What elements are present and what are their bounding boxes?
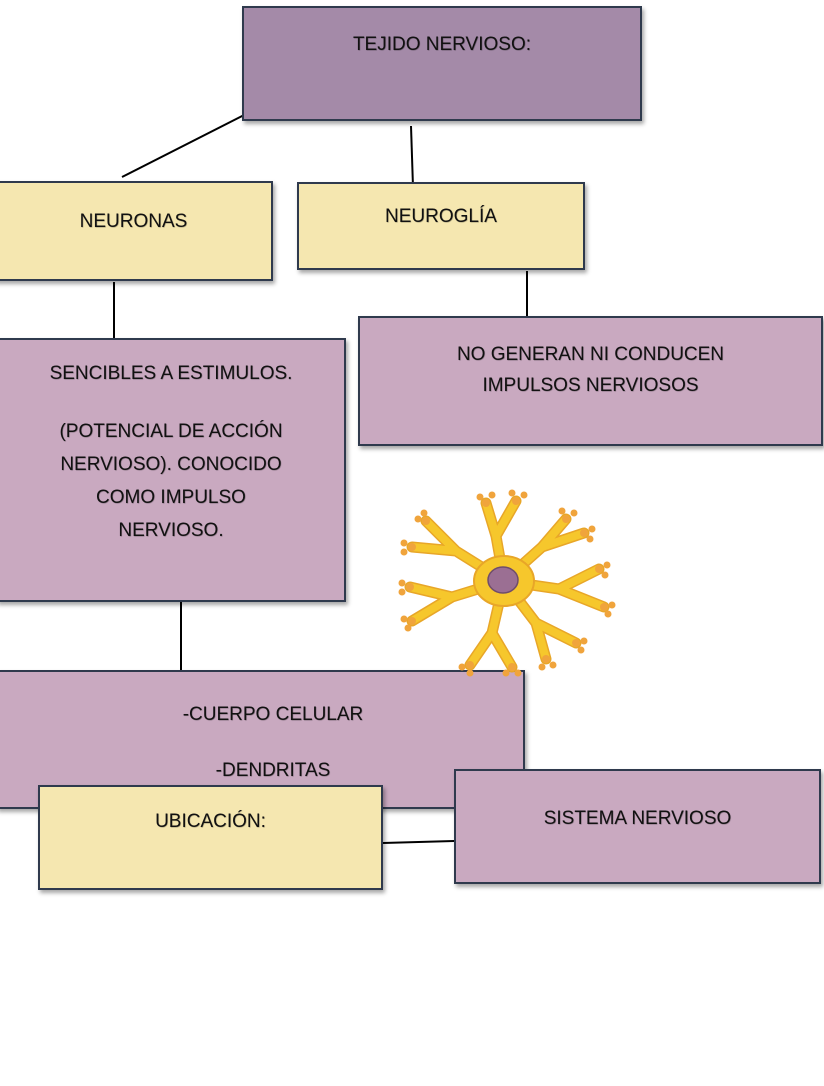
connector-tejido-neuronas — [121, 111, 251, 178]
neuron-illustration-icon — [398, 489, 616, 677]
node-text: SISTEMA NERVIOSO — [543, 808, 732, 829]
node-tejido-nervioso: TEJIDO NERVIOSO: — [242, 6, 642, 121]
node-text: TEJIDO NERVIOSO: — [352, 34, 532, 55]
neuron-nucleus — [487, 566, 519, 594]
node-line: -DENDRITAS — [215, 760, 331, 781]
node-text: NEUROGLÍA — [385, 206, 497, 227]
node-no-generan: NO GENERAN NI CONDUCEN IMPULSOS NERVIOSO… — [358, 316, 823, 446]
node-neuronas: NEURONAS — [0, 181, 273, 281]
node-line: COMO IMPULSO — [96, 487, 246, 508]
node-ubicacion: UBICACIÓN: — [38, 785, 383, 890]
node-text: UBICACIÓN: — [155, 811, 266, 832]
node-sistema-nervioso: SISTEMA NERVIOSO — [454, 769, 821, 884]
node-line: (POTENCIAL DE ACCIÓN — [59, 421, 283, 442]
node-text: NEURONAS — [79, 211, 188, 232]
node-line: NERVIOSO). CONOCIDO — [60, 454, 282, 475]
node-line: NO GENERAN NI CONDUCEN — [456, 344, 725, 365]
connector-ubicacion-sistema — [382, 840, 455, 844]
node-neuroglia: NEUROGLÍA — [297, 182, 585, 270]
node-line: IMPULSOS NERVIOSOS — [482, 375, 699, 396]
dendrite-tips — [398, 489, 616, 677]
node-line: NERVIOSO. — [118, 520, 224, 541]
node-line: -CUERPO CELULAR — [182, 704, 364, 725]
node-sensibles: SENCIBLES A ESTIMULOS. (POTENCIAL DE ACC… — [0, 338, 346, 602]
node-line: SENCIBLES A ESTIMULOS. — [49, 363, 293, 384]
connector-tejido-neuroglia — [410, 125, 414, 188]
